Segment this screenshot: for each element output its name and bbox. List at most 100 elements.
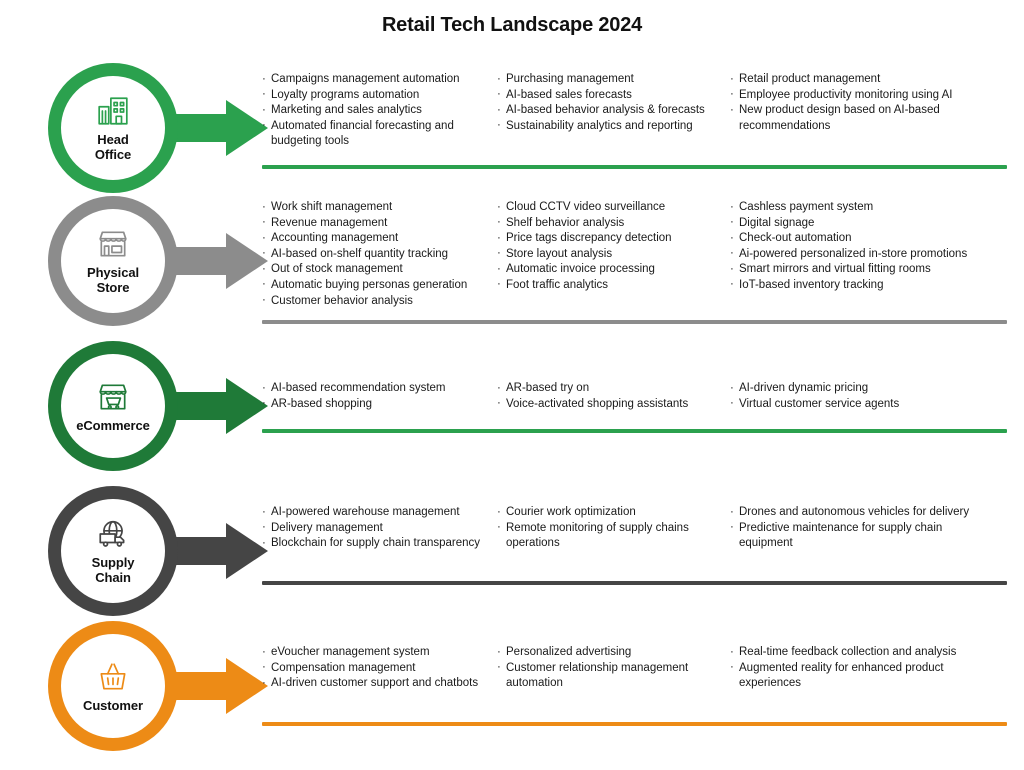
capability-column: Work shift managementRevenue managementA… (262, 200, 487, 309)
capability-column: Drones and autonomous vehicles for deliv… (730, 505, 988, 552)
row-divider (262, 429, 1007, 433)
badge-label: Physical Store (87, 265, 139, 295)
capability-item: New product design based on AI-based rec… (730, 103, 988, 134)
capability-item: Automatic buying personas generation (262, 277, 487, 294)
category-badge[interactable]: Physical Store (48, 196, 268, 326)
capability-item: AI-driven dynamic pricing (730, 381, 988, 397)
badge-ring: Supply Chain (48, 486, 178, 616)
capability-item: IoT-based inventory tracking (730, 277, 988, 294)
capability-item: Marketing and sales analytics (262, 103, 487, 119)
capability-column: AI-based recommendation systemAR-based s… (262, 381, 487, 412)
badge-label: Customer (83, 697, 143, 713)
arrow-right-icon (148, 523, 268, 579)
capability-item: Employee productivity monitoring using A… (730, 87, 988, 104)
capability-item: Check-out automation (730, 231, 988, 247)
capability-item: AR-based try on (497, 381, 719, 397)
capability-column: Cloud CCTV video surveillanceShelf behav… (497, 200, 719, 294)
category-badge[interactable]: Head Office (48, 63, 268, 193)
badge-face: eCommerce (61, 354, 165, 458)
capability-column: Purchasing managementAI-based sales fore… (497, 72, 719, 134)
capability-item: AI-based on-shelf quantity tracking (262, 246, 487, 263)
capability-column: Courier work optimizationRemote monitori… (497, 505, 719, 552)
capability-item: Out of stock management (262, 262, 487, 278)
capability-column: AI-powered warehouse managementDelivery … (262, 505, 487, 552)
capability-item: Store layout analysis (497, 246, 719, 263)
capability-item: AI-based recommendation system (262, 381, 487, 397)
capability-item: Remote monitoring of supply chains opera… (497, 520, 719, 552)
page-title: Retail Tech Landscape 2024 (381, 14, 643, 36)
badge-ring: eCommerce (48, 341, 178, 471)
capability-column: AI-driven dynamic pricingVirtual custome… (730, 381, 988, 412)
capability-item: AI-based behavior analysis & forecasts (497, 103, 719, 119)
capability-item: Revenue management (262, 215, 487, 232)
capability-item: Retail product management (730, 72, 988, 88)
storefront-icon (99, 231, 127, 257)
badge-face: Customer (61, 634, 165, 738)
capability-item: Courier work optimization (497, 505, 719, 521)
capability-item: Blockchain for supply chain transparency (262, 536, 487, 552)
capability-column: Campaigns management automationLoyalty p… (262, 72, 487, 150)
shopping-basket-icon (100, 662, 126, 690)
category-badge[interactable]: Customer (48, 621, 268, 751)
row-divider (262, 165, 1007, 169)
row-divider (262, 581, 1007, 585)
category-badge[interactable]: eCommerce (48, 341, 268, 471)
capability-item: AI-driven customer support and chatbots (262, 676, 487, 692)
capability-column: eVoucher management systemCompensation m… (262, 645, 487, 692)
capability-item: Purchasing management (497, 72, 719, 88)
capability-item: Cashless payment system (730, 200, 988, 216)
capability-column: Retail product managementEmployee produc… (730, 72, 988, 134)
online-shop-cart-icon (99, 383, 127, 410)
capability-item: Shelf behavior analysis (497, 215, 719, 232)
capability-item: eVoucher management system (262, 645, 487, 661)
row-divider (262, 320, 1007, 324)
capability-item: Customer relationship management automat… (497, 660, 719, 692)
capability-column: Real-time feedback collection and analys… (730, 645, 988, 692)
capability-item: Ai-powered personalized in-store promoti… (730, 246, 988, 263)
arrow-right-icon (148, 100, 268, 156)
row-divider (262, 722, 1007, 726)
capability-item: Virtual customer service agents (730, 396, 988, 413)
badge-face: Head Office (61, 76, 165, 180)
capability-item: Compensation management (262, 660, 487, 677)
capability-item: Augmented reality for enhanced product e… (730, 660, 988, 692)
capability-item: Customer behavior analysis (262, 293, 487, 310)
capability-item: Automated financial forecasting and budg… (262, 118, 487, 150)
capability-item: Drones and autonomous vehicles for deliv… (730, 505, 988, 521)
capability-item: Campaigns management automation (262, 72, 487, 88)
badge-ring: Customer (48, 621, 178, 751)
capability-item: Price tags discrepancy detection (497, 231, 719, 247)
capability-item: AR-based shopping (262, 396, 487, 413)
capability-item: Sustainability analytics and reporting (497, 118, 719, 135)
capability-item: AI-based sales forecasts (497, 87, 719, 104)
capability-column: Cashless payment systemDigital signageCh… (730, 200, 988, 294)
arrow-right-icon (148, 378, 268, 434)
capability-item: Smart mirrors and virtual fitting rooms (730, 262, 988, 278)
badge-ring: Head Office (48, 63, 178, 193)
badge-face: Physical Store (61, 209, 165, 313)
capability-item: Real-time feedback collection and analys… (730, 645, 988, 661)
capability-item: Accounting management (262, 231, 487, 247)
capability-column: AR-based try onVoice-activated shopping … (497, 381, 719, 412)
badge-face: Supply Chain (61, 499, 165, 603)
capability-item: AI-powered warehouse management (262, 505, 487, 521)
arrow-right-icon (148, 658, 268, 714)
capability-item: Loyalty programs automation (262, 87, 487, 104)
globe-truck-icon (99, 520, 125, 547)
capability-item: Work shift management (262, 200, 487, 216)
badge-label: eCommerce (76, 417, 150, 433)
capability-column: Personalized advertisingCustomer relatio… (497, 645, 719, 692)
category-badge[interactable]: Supply Chain (48, 486, 268, 616)
capability-item: Automatic invoice processing (497, 262, 719, 278)
office-building-icon (98, 97, 128, 125)
capability-item: Delivery management (262, 520, 487, 537)
capability-item: Cloud CCTV video surveillance (497, 200, 719, 216)
badge-ring: Physical Store (48, 196, 178, 326)
capability-item: Foot traffic analytics (497, 277, 719, 294)
capability-item: Personalized advertising (497, 645, 719, 661)
capability-item: Digital signage (730, 215, 988, 232)
capability-item: Voice-activated shopping assistants (497, 396, 719, 413)
arrow-right-icon (148, 233, 268, 289)
badge-label: Supply Chain (91, 555, 135, 585)
badge-label: Head Office (94, 132, 132, 162)
